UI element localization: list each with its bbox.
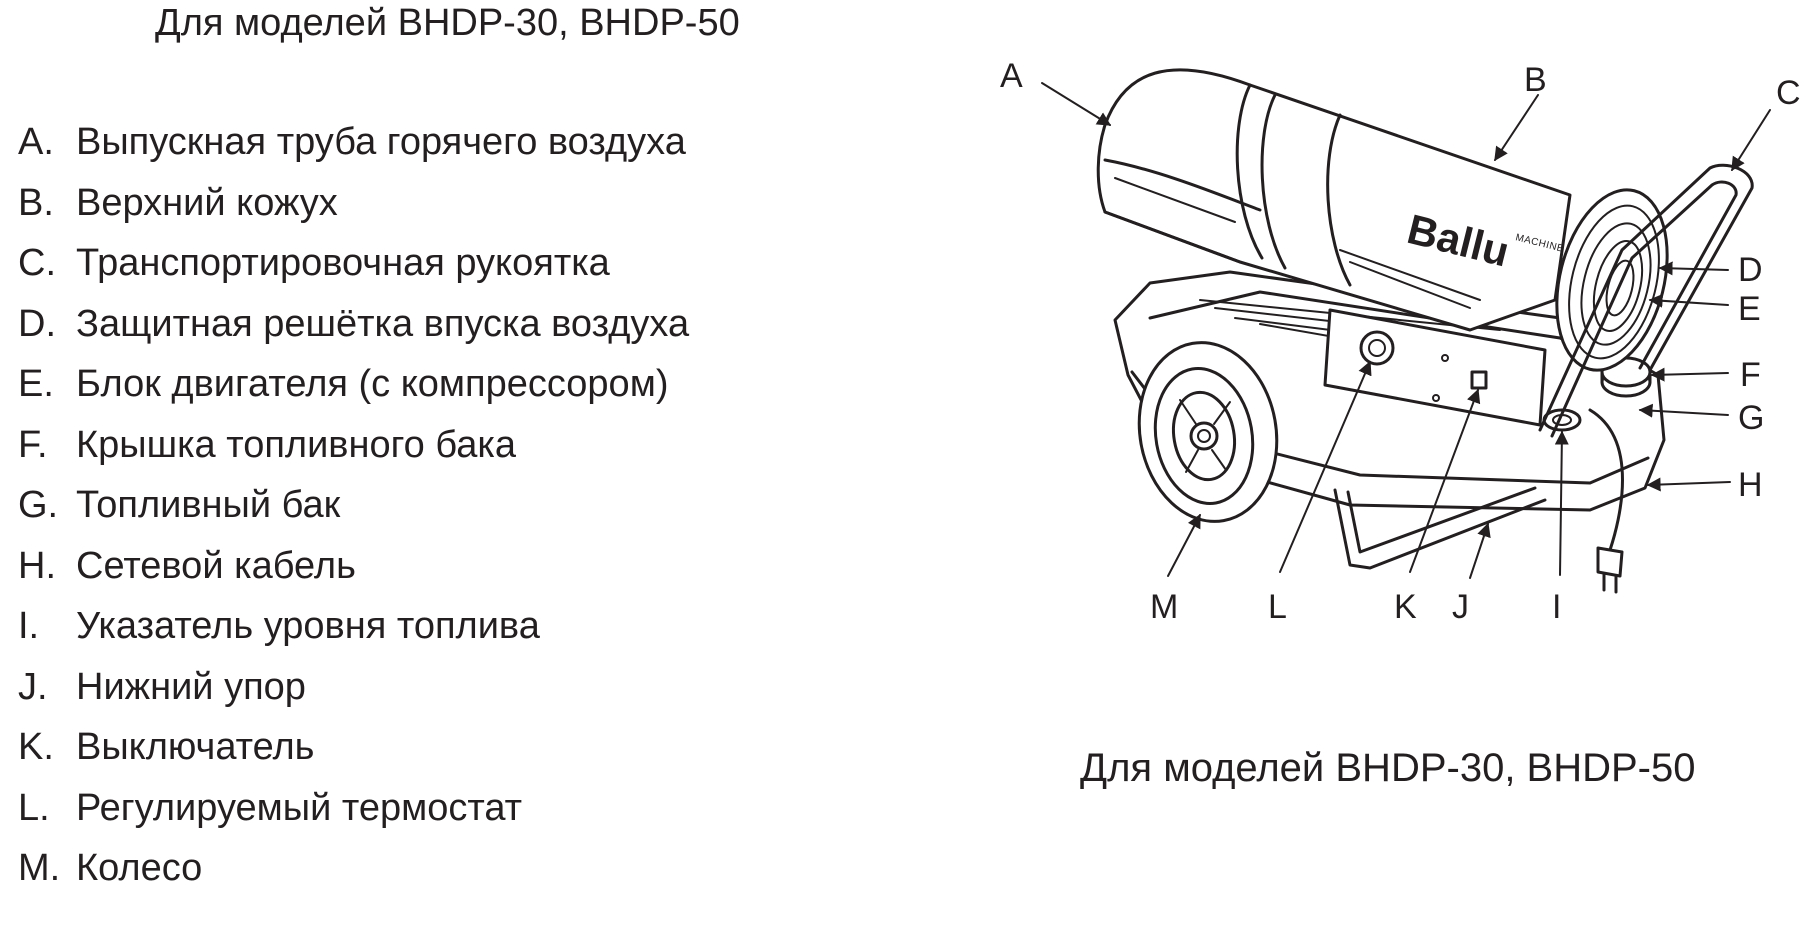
legend-text: Верхний кожух (76, 181, 338, 224)
legend-letter: D. (18, 302, 56, 345)
callout-line-i (1554, 430, 1569, 576)
callout-a: A (1000, 57, 1023, 95)
fuel-tank-cap (1600, 356, 1652, 398)
callout-line-l (1279, 360, 1372, 573)
legend-text: Крышка топливного бака (76, 423, 516, 466)
legend-item: C. Транспортировочная рукоятка (18, 233, 689, 294)
legend-item: A. Выпускная труба горячего воздуха (18, 112, 689, 173)
legend-text: Колесо (76, 847, 203, 889)
legend-letter: B. (18, 181, 54, 224)
legend-item: D. Защитная решётка впуска воздуха (18, 294, 689, 355)
callout-h: H (1738, 466, 1763, 504)
callout-line-h (1646, 477, 1731, 492)
legend-item: J. Нижний упор (18, 657, 689, 718)
legend-letter: A. (18, 121, 54, 163)
legend-item: B. Верхний кожух (18, 173, 689, 234)
legend-letter: M. (18, 847, 61, 889)
callout-j: J (1452, 588, 1469, 626)
legend-text: Нижний упор (76, 665, 306, 708)
callout-d: D (1738, 251, 1763, 289)
legend-letter: J. (18, 665, 48, 708)
callout-line-b (1494, 94, 1539, 162)
callout-line-e (1648, 293, 1729, 308)
legend-item: M. Колесо (18, 838, 689, 899)
callout-c: C (1776, 74, 1800, 112)
legend-letter: E. (18, 363, 54, 405)
legend-item: F. Крышка топливного бака (18, 415, 689, 476)
callout-g: G (1738, 399, 1764, 437)
callout-line-c (1731, 109, 1771, 172)
power-switch (1470, 370, 1488, 390)
callout-l: L (1268, 588, 1287, 626)
legend-letter: H. (18, 544, 56, 587)
callout-line-j (1469, 522, 1491, 579)
legend-text: Выключатель (76, 726, 315, 768)
legend-text: Топливный бак (76, 484, 341, 526)
callout-f: F (1740, 356, 1761, 394)
legend-letter: I. (18, 605, 40, 647)
wheel (1137, 341, 1279, 523)
power-cable (1588, 408, 1624, 594)
heater-cylinder: Ballu MACHINE (1096, 68, 1572, 332)
thermostat-knob (1359, 330, 1395, 366)
legend-text: Сетевой кабель (76, 544, 356, 587)
legend-letter: K. (18, 726, 54, 768)
callout-line-a (1041, 82, 1112, 126)
legend-letter: F. (18, 423, 48, 466)
callout-m: M (1150, 588, 1178, 626)
callout-lines (1041, 82, 1771, 579)
legend-item: G. Топливный бак (18, 475, 689, 536)
legend-item: L. Регулируемый термостат (18, 778, 689, 839)
legend-text: Регулируемый термостат (76, 786, 523, 829)
legend-item: I. Указатель уровня топлива (18, 596, 689, 657)
legend-letter: L. (18, 786, 50, 829)
parts-legend: A. Выпускная труба горячего воздуха B. Вер… (18, 112, 689, 899)
callout-e: E (1738, 290, 1761, 328)
control-panel (1323, 308, 1547, 427)
legend-letter: G. (18, 484, 59, 526)
callout-i: I (1552, 588, 1561, 626)
callout-line-m (1167, 513, 1201, 577)
legend-text: Транспортировочная рукоятка (76, 242, 610, 284)
diagram-caption: Для моделей BHDP-30, BHDP-50 (1080, 746, 1696, 790)
legend-item: E. Блок двигателя (с компрессором) (18, 354, 689, 415)
callout-k: K (1394, 588, 1417, 626)
page-title-top: Для моделей BHDP-30, BHDP-50 (155, 2, 740, 44)
legend-item: H. Сетевой кабель (18, 536, 689, 597)
legend-text: Указатель уровня топлива (76, 605, 540, 647)
callout-line-d (1658, 261, 1729, 276)
legend-item: K. Выключатель (18, 717, 689, 778)
callout-b: B (1524, 61, 1547, 99)
callout-line-g (1638, 403, 1729, 418)
callout-labels: A B C D E F G H I J K L M (1000, 57, 1800, 626)
legend-letter: C. (18, 242, 56, 284)
legend-text: Защитная решётка впуска воздуха (76, 302, 690, 345)
callout-line-f (1650, 367, 1729, 382)
lower-stop (1333, 486, 1547, 570)
legend-text: Блок двигателя (с компрессором) (76, 363, 669, 405)
legend-text: Выпускная труба горячего воздуха (76, 121, 686, 163)
callout-line-k (1409, 388, 1481, 573)
heater-diagram: Ballu MACHINE (1000, 57, 1800, 626)
